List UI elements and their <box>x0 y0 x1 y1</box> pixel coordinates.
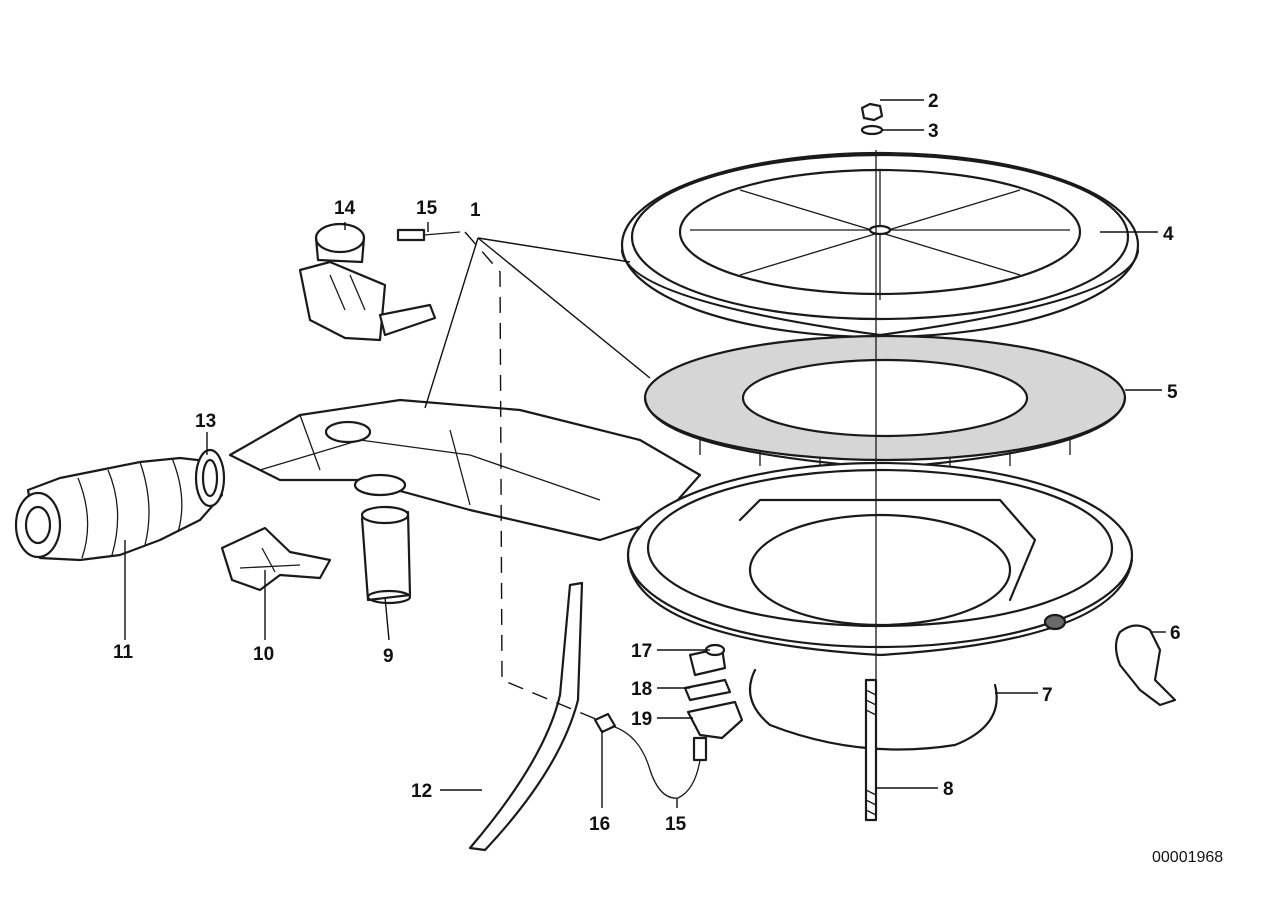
vacuum-hose <box>468 581 584 852</box>
air-cleaner-housing <box>228 398 1134 657</box>
hex-nut <box>860 102 884 122</box>
drawing-number: 00001968 <box>1152 849 1223 866</box>
callout-15-lower: 15 <box>665 814 687 835</box>
filter-housing-lid <box>620 151 1140 339</box>
callout-14: 14 <box>334 198 356 219</box>
leader-lines <box>124 99 1166 808</box>
valve-gasket <box>683 678 732 702</box>
callout-labels: 1 2 3 4 5 6 7 8 9 10 11 12 13 14 15 15 1… <box>113 91 1181 835</box>
callout-10: 10 <box>253 644 274 665</box>
callout-17: 17 <box>631 641 652 662</box>
callout-8: 8 <box>943 779 954 800</box>
callout-11: 11 <box>113 642 134 663</box>
callout-5: 5 <box>1167 382 1178 403</box>
rubber-sleeve <box>360 505 412 605</box>
temperature-sensor <box>593 712 708 799</box>
callout-6: 6 <box>1170 623 1181 644</box>
callout-16: 16 <box>589 814 610 835</box>
callout-18: 18 <box>631 679 652 700</box>
valve-bracket <box>686 700 744 740</box>
callout-3: 3 <box>928 121 939 142</box>
hose-clamp <box>194 448 226 508</box>
washer <box>860 124 884 136</box>
callout-13: 13 <box>195 411 216 432</box>
callout-15-upper: 15 <box>416 198 438 219</box>
routing-line <box>464 231 599 721</box>
thermo-valve <box>688 643 727 677</box>
retaining-clip <box>1114 624 1177 707</box>
vacuum-actuator <box>298 222 437 342</box>
callout-19: 19 <box>631 709 652 730</box>
filter-element <box>643 334 1127 470</box>
callout-9: 9 <box>383 646 394 667</box>
callout-12: 12 <box>411 781 432 802</box>
threaded-stud <box>864 678 878 822</box>
callout-2: 2 <box>928 91 939 112</box>
callout-1: 1 <box>470 200 481 221</box>
flap-bracket <box>220 526 332 592</box>
callout-7: 7 <box>1042 685 1053 706</box>
callout-4: 4 <box>1163 224 1174 245</box>
connector-upper <box>396 228 461 242</box>
intake-bellows <box>14 456 224 562</box>
